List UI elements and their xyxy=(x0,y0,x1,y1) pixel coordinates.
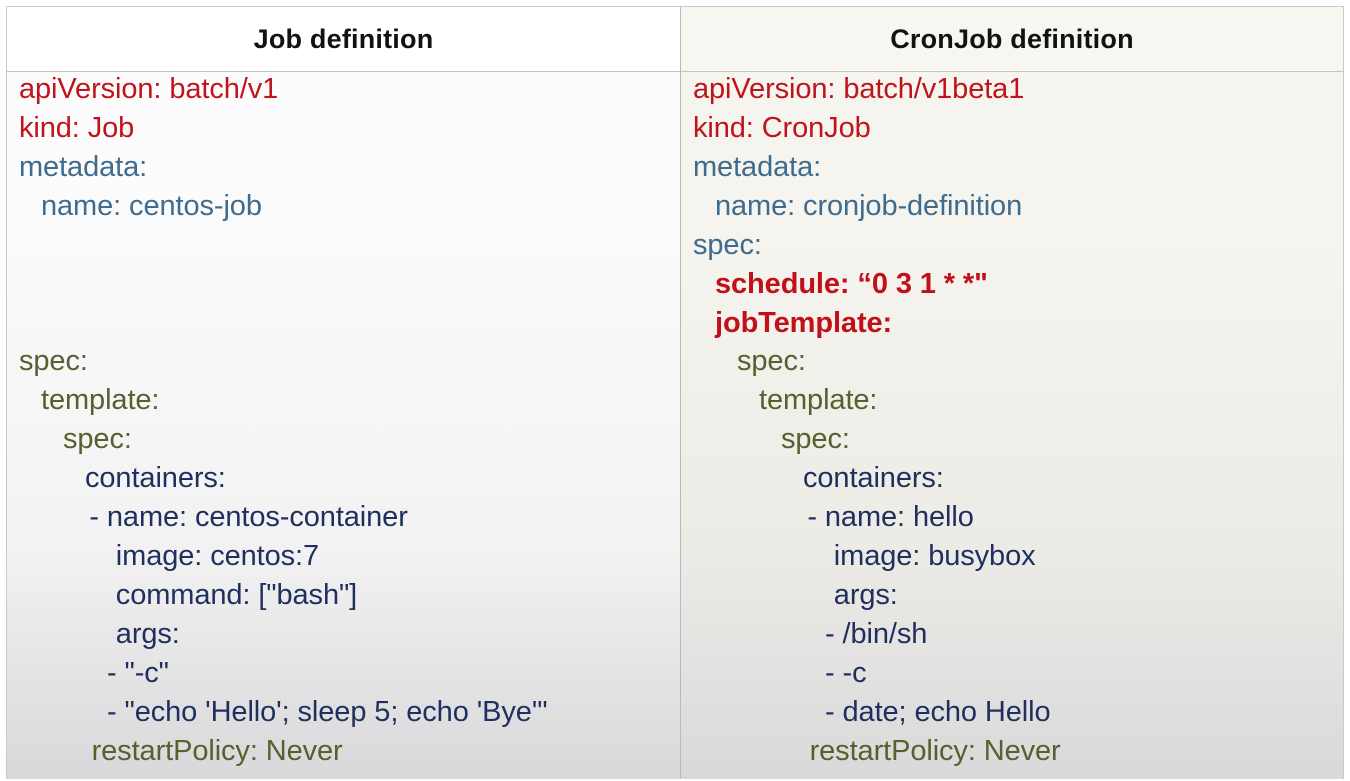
column-cronjob-definition: CronJob definition apiVersion: batch/v1b… xyxy=(681,7,1344,781)
yaml-line: metadata: xyxy=(693,151,822,183)
yaml-line: - name: hello xyxy=(807,501,974,533)
yaml-line: image: busybox xyxy=(833,540,1036,572)
yaml-line: spec: xyxy=(737,345,806,377)
column-header-job: Job definition xyxy=(7,7,680,72)
column-title-cronjob: CronJob definition xyxy=(890,23,1134,54)
yaml-line: args: xyxy=(115,618,180,650)
column-job-definition: Job definition apiVersion: batch/v1 kind:… xyxy=(7,7,681,781)
definition-comparison-table: Job definition apiVersion: batch/v1 kind:… xyxy=(6,6,1344,781)
slide-right-margin xyxy=(1344,6,1350,781)
yaml-line: containers: xyxy=(85,462,226,494)
yaml-line: spec: xyxy=(63,423,132,455)
yaml-block-cronjob: apiVersion: batch/v1beta1 kind: CronJob me… xyxy=(681,72,1343,781)
column-title-job: Job definition xyxy=(253,23,434,54)
yaml-line: spec: xyxy=(693,229,762,261)
yaml-line: name: cronjob-definition xyxy=(715,190,1023,222)
yaml-line: name: centos-job xyxy=(41,190,262,222)
yaml-line: - date; echo Hello xyxy=(825,696,1051,728)
yaml-line: args: xyxy=(833,579,898,611)
yaml-line: - "echo 'Hello'; sleep 5; echo 'Bye'" xyxy=(107,696,548,728)
yaml-block-job: apiVersion: batch/v1 kind: Job metadata: na… xyxy=(7,72,680,781)
yaml-line: kind: CronJob xyxy=(693,112,871,144)
yaml-line: schedule: “0 3 1 * *" xyxy=(715,268,988,300)
yaml-line: apiVersion: batch/v1 xyxy=(19,73,279,105)
yaml-line: restartPolicy: Never xyxy=(809,735,1061,767)
yaml-line: restartPolicy: Never xyxy=(91,735,343,767)
slide-bottom-margin xyxy=(0,779,1350,781)
column-header-cronjob: CronJob definition xyxy=(681,7,1343,72)
yaml-line: jobTemplate: xyxy=(715,307,893,339)
yaml-line: spec: xyxy=(781,423,850,455)
yaml-line: metadata: xyxy=(19,151,148,183)
yaml-line: template: xyxy=(759,384,878,416)
yaml-line: image: centos:7 xyxy=(115,540,320,572)
yaml-line: - name: centos-container xyxy=(89,501,408,533)
yaml-line: spec: xyxy=(19,345,88,377)
yaml-line: apiVersion: batch/v1beta1 xyxy=(693,73,1025,105)
yaml-line: - "-c" xyxy=(107,657,169,689)
yaml-line: - /bin/sh xyxy=(825,618,928,650)
yaml-line: - -c xyxy=(825,657,867,689)
yaml-line: template: xyxy=(41,384,160,416)
yaml-line: containers: xyxy=(803,462,944,494)
yaml-line: command: ["bash"] xyxy=(115,579,358,611)
yaml-line: kind: Job xyxy=(19,112,135,144)
